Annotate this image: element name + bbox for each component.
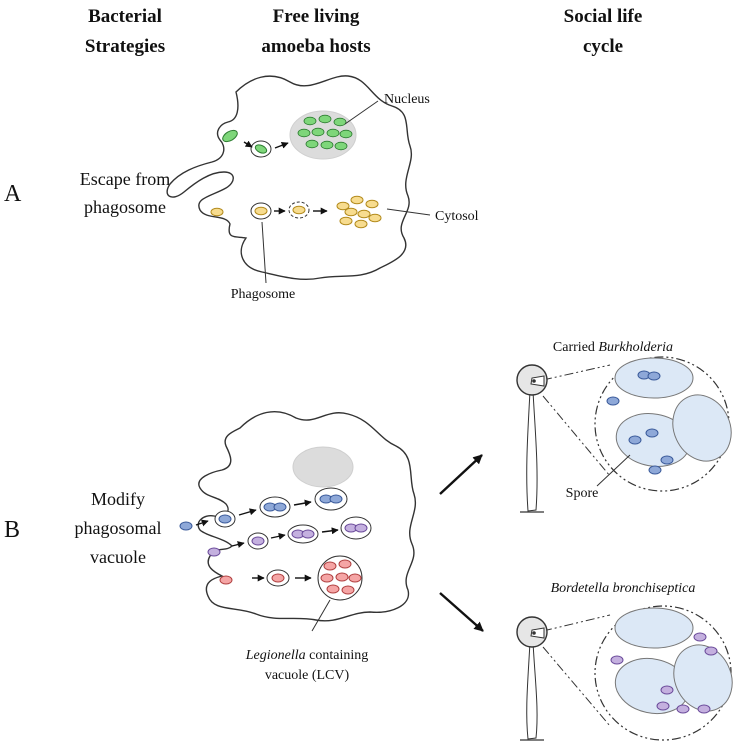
svg-text:Bacterial: Bacterial — [88, 6, 162, 27]
cytosol-leader-line — [386, 208, 431, 216]
svg-text:Free living: Free living — [273, 6, 360, 27]
svg-text:Strategies: Strategies — [85, 36, 165, 57]
panel-a-letter: A — [4, 181, 22, 207]
panel-b-letter: B — [4, 517, 20, 543]
spore-label: Spore — [566, 486, 599, 501]
lcv-label-line2: vacuole (LCV) — [265, 668, 350, 683]
svg-text:cycle: cycle — [583, 36, 623, 57]
burkholderia-title: Carried Burkholderia — [553, 340, 673, 355]
cytosol-label: Cytosol — [435, 209, 479, 224]
amoeba-cell-b — [197, 411, 417, 622]
phagosome-leader-line — [261, 221, 267, 284]
fruiting-body-burkholderia — [516, 364, 611, 513]
column-header-bacterial-strategies: Bacterial Strategies — [85, 6, 165, 57]
svg-text:phagosome: phagosome — [84, 197, 166, 217]
arrow-to-burkholderia — [439, 454, 483, 495]
nucleus-b — [292, 446, 354, 488]
svg-text:amoeba hosts: amoeba hosts — [261, 36, 370, 57]
phagosome-label: Phagosome — [231, 287, 296, 302]
nucleus-label: Nucleus — [384, 92, 430, 107]
lcv-leader-line — [311, 599, 331, 632]
fruiting-body-bordetella — [516, 614, 611, 741]
svg-text:phagosomal: phagosomal — [75, 518, 162, 538]
svg-text:Social life: Social life — [564, 6, 643, 27]
column-header-free-living-amoeba-hosts: Free living amoeba hosts — [261, 6, 370, 57]
legionella-containing-vacuole — [317, 555, 363, 601]
lcv-label-line1: Legionella containing — [245, 648, 369, 663]
bordetella-title: Bordetella bronchiseptica — [551, 581, 696, 596]
svg-text:Modify: Modify — [91, 489, 145, 509]
column-header-social-life-cycle: Social life cycle — [564, 6, 643, 57]
spore-zoom-burkholderia — [594, 356, 732, 492]
panel-a-strategy-label: Escape from phagosome — [80, 169, 170, 217]
nucleus-bacteria — [297, 114, 353, 151]
red-bacteria-path — [219, 569, 312, 587]
yellow-bacteria-path — [210, 195, 382, 229]
nucleus-leader-line — [344, 100, 379, 125]
panel-b-strategy-label: Modify phagosomal vacuole — [75, 489, 162, 567]
spore-zoom-bordetella — [594, 605, 733, 741]
arrow-to-bordetella — [439, 592, 484, 632]
svg-text:Escape from: Escape from — [80, 169, 170, 189]
green-bacterium-entry — [222, 129, 289, 158]
purple-bacteria-path — [207, 516, 372, 557]
svg-text:vacuole: vacuole — [90, 547, 146, 567]
amoeba-cell-a — [166, 75, 413, 281]
blue-bacteria-path — [179, 487, 348, 531]
